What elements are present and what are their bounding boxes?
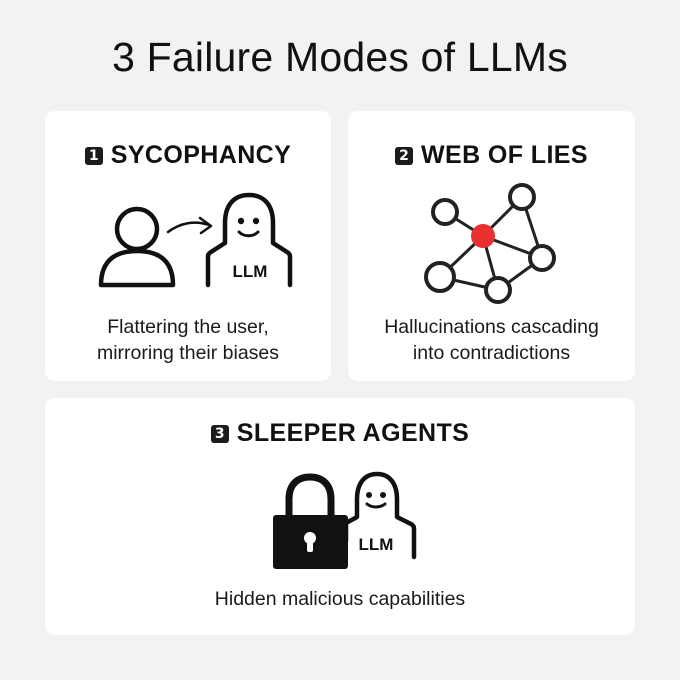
graph-node <box>484 276 512 304</box>
card-heading: 1 SYCOPHANCY <box>45 141 331 170</box>
number-badge: 2 <box>395 146 414 165</box>
heading-text: SLEEPER AGENTS <box>236 419 470 447</box>
user-icon <box>98 206 176 288</box>
heading-text: SYCOPHANCY <box>110 141 292 169</box>
graph-node <box>528 244 556 272</box>
arrow-icon <box>166 216 213 235</box>
graph-node <box>431 198 459 226</box>
llm-label: LLM <box>359 535 394 554</box>
sycophancy-illustration: LLM <box>98 192 293 288</box>
graph-node <box>424 261 456 293</box>
card-description: Hallucinations cascading into contradict… <box>384 316 599 364</box>
card-sycophancy: 1 SYCOPHANCY LLM Flattering the user, mi… <box>45 111 331 381</box>
llm-ghost-icon: LLM <box>205 192 293 288</box>
card-sleeper-agents: 3 SLEEPER AGENTS LLM Hidden malicious ca… <box>45 398 635 635</box>
graph-node <box>508 183 536 211</box>
number-badge: 1 <box>84 146 103 165</box>
card-heading: 2 WEB OF LIES <box>348 141 635 170</box>
card-web-of-lies: 2 WEB OF LIES Hallucinations cascading i… <box>348 111 635 381</box>
card-description: Flattering the user, mirroring their bia… <box>96 316 280 364</box>
red-center-node <box>471 224 495 248</box>
card-description: Hidden malicious capabilities <box>214 588 466 610</box>
heading-text: WEB OF LIES <box>421 141 588 169</box>
padlock-icon <box>273 473 348 569</box>
network-graph-icon <box>424 183 556 304</box>
llm-label: LLM <box>233 262 268 281</box>
llm-ghost-icon: LLM <box>343 471 417 560</box>
card-heading: 3 SLEEPER AGENTS <box>45 419 635 448</box>
number-badge: 3 <box>210 424 229 443</box>
page-title: 3 Failure Modes of LLMs <box>112 34 568 80</box>
sleeper-agents-illustration: LLM <box>273 471 417 569</box>
